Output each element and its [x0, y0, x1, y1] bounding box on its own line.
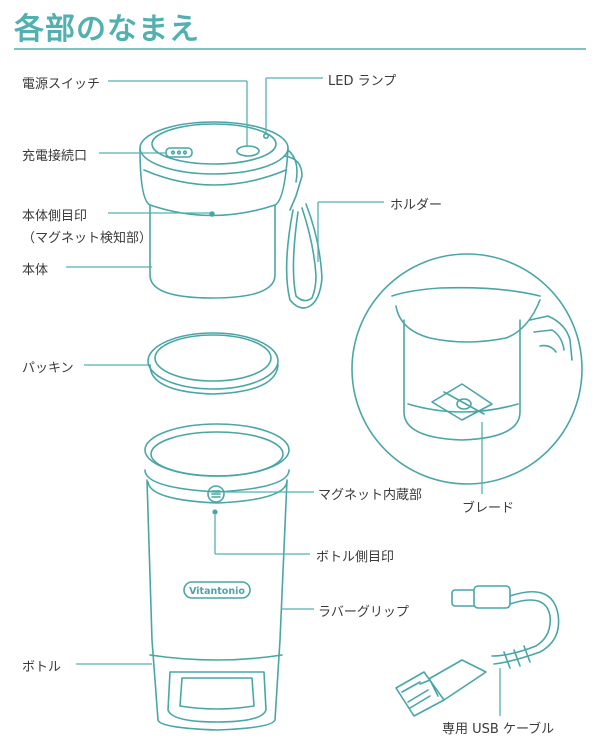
holder-strap: [283, 149, 323, 309]
title-underline: [14, 48, 586, 50]
label-packing: パッキン: [22, 361, 74, 376]
brand-logo: Vitantonio: [189, 586, 245, 597]
blade-detail: [351, 253, 583, 485]
label-holder: ホルダー: [390, 198, 443, 213]
label-usb-cable: 専用 USB ケーブル: [442, 722, 555, 737]
label-magnet-part: マグネット内蔵部: [318, 488, 423, 503]
callout-lines: [66, 77, 501, 716]
power-switch-shape: [236, 145, 260, 157]
label-rubber-grip: ラバーグリップ: [318, 605, 409, 620]
label-blade: ブレード: [462, 501, 515, 516]
usb-cable: [395, 585, 560, 717]
label-bottle-mark: ボトル側目印: [316, 550, 395, 565]
label-bottle: ボトル: [22, 660, 62, 675]
label-power-switch: 電源スイッチ: [22, 77, 101, 92]
packing-ring: [147, 332, 279, 395]
page-title: 各部のなまえ: [14, 12, 200, 47]
label-body-mark: 本体側目印: [22, 209, 88, 224]
label-led-lamp: LED ランプ: [328, 74, 397, 89]
label-charge-port: 充電接続口: [22, 149, 88, 164]
label-body: 本体: [22, 263, 49, 278]
bottle-unit: [144, 423, 290, 731]
label-body-mark-sub: （マグネット検知部）: [22, 231, 153, 246]
main-body-unit: [139, 121, 289, 299]
